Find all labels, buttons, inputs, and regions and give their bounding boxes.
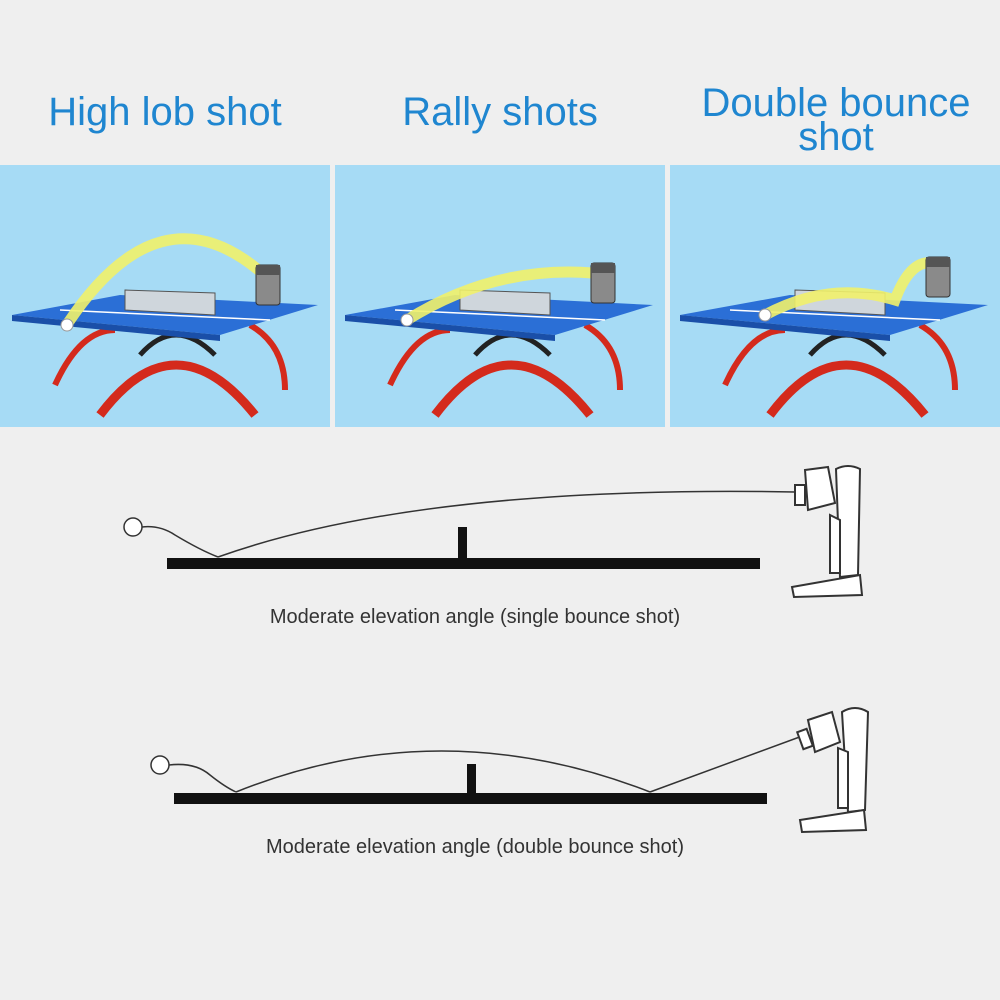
robot-arm (837, 746, 849, 809)
table-leg-arch (431, 360, 594, 418)
table-edge (680, 315, 890, 341)
ball-trajectory (759, 257, 938, 321)
ball-rebound-path (141, 525, 219, 558)
table-illustration-rally (345, 262, 653, 418)
ball-trajectory-launch (649, 734, 806, 793)
table-leg-left (387, 327, 451, 387)
table-illustration-high-lob (12, 233, 318, 418)
caption-single-bounce: Moderate elevation angle (single bounce … (269, 606, 681, 628)
ball (150, 755, 170, 775)
table-net (459, 289, 551, 316)
title-double-bounce-text: Double bounce shot (701, 81, 971, 159)
robot-tube (834, 465, 862, 579)
robot-illustration (790, 465, 864, 599)
table-leg-arch (96, 360, 259, 418)
ball (758, 308, 772, 322)
table-illustration-double-bounce (680, 256, 988, 418)
robot-head (926, 257, 950, 267)
robot-clamp (790, 573, 864, 599)
ball-trajectory-arc (235, 750, 651, 793)
panel-high-lob (0, 165, 330, 427)
ball-trajectory (217, 490, 796, 558)
caption-double-bounce: Moderate elevation angle (double bounce … (265, 836, 685, 858)
robot-nozzle (795, 727, 815, 751)
ball (60, 318, 74, 332)
robot-nozzle (794, 484, 806, 506)
panel-double-bounce (670, 165, 1000, 427)
robot-head (256, 265, 280, 275)
title-rally-shots: Rally shots (402, 90, 598, 134)
net-post (467, 764, 476, 793)
table-leg-left (52, 327, 116, 387)
title-high-lob-shot: High lob shot (48, 90, 282, 134)
robot-illustration (795, 707, 870, 834)
title-double-bounce-shot: Double bounce shot (672, 81, 1000, 159)
panel-rally (335, 165, 665, 427)
table-bar (174, 793, 767, 804)
table-leg-right (248, 322, 288, 391)
table-edge (345, 315, 555, 341)
robot-head (803, 465, 837, 512)
ball (400, 313, 414, 327)
robot-head (591, 263, 615, 273)
robot-head (806, 710, 842, 754)
ball-trajectory (62, 233, 268, 329)
table-leg-arch (766, 360, 929, 418)
table-leg-left (722, 327, 786, 387)
table-leg-right (583, 322, 623, 391)
robot-clamp (798, 808, 868, 834)
table-center-line (59, 309, 271, 321)
net-post (458, 527, 467, 558)
table-bar (167, 558, 760, 569)
ball-trajectory (401, 266, 599, 326)
table-net (124, 289, 216, 316)
diagram-single-bounce (123, 465, 864, 599)
robot-arm (829, 513, 841, 574)
ball-rebound-path (168, 763, 237, 793)
table-leg-right (918, 322, 958, 391)
diagram-double-bounce (150, 707, 870, 834)
ball (123, 517, 143, 537)
